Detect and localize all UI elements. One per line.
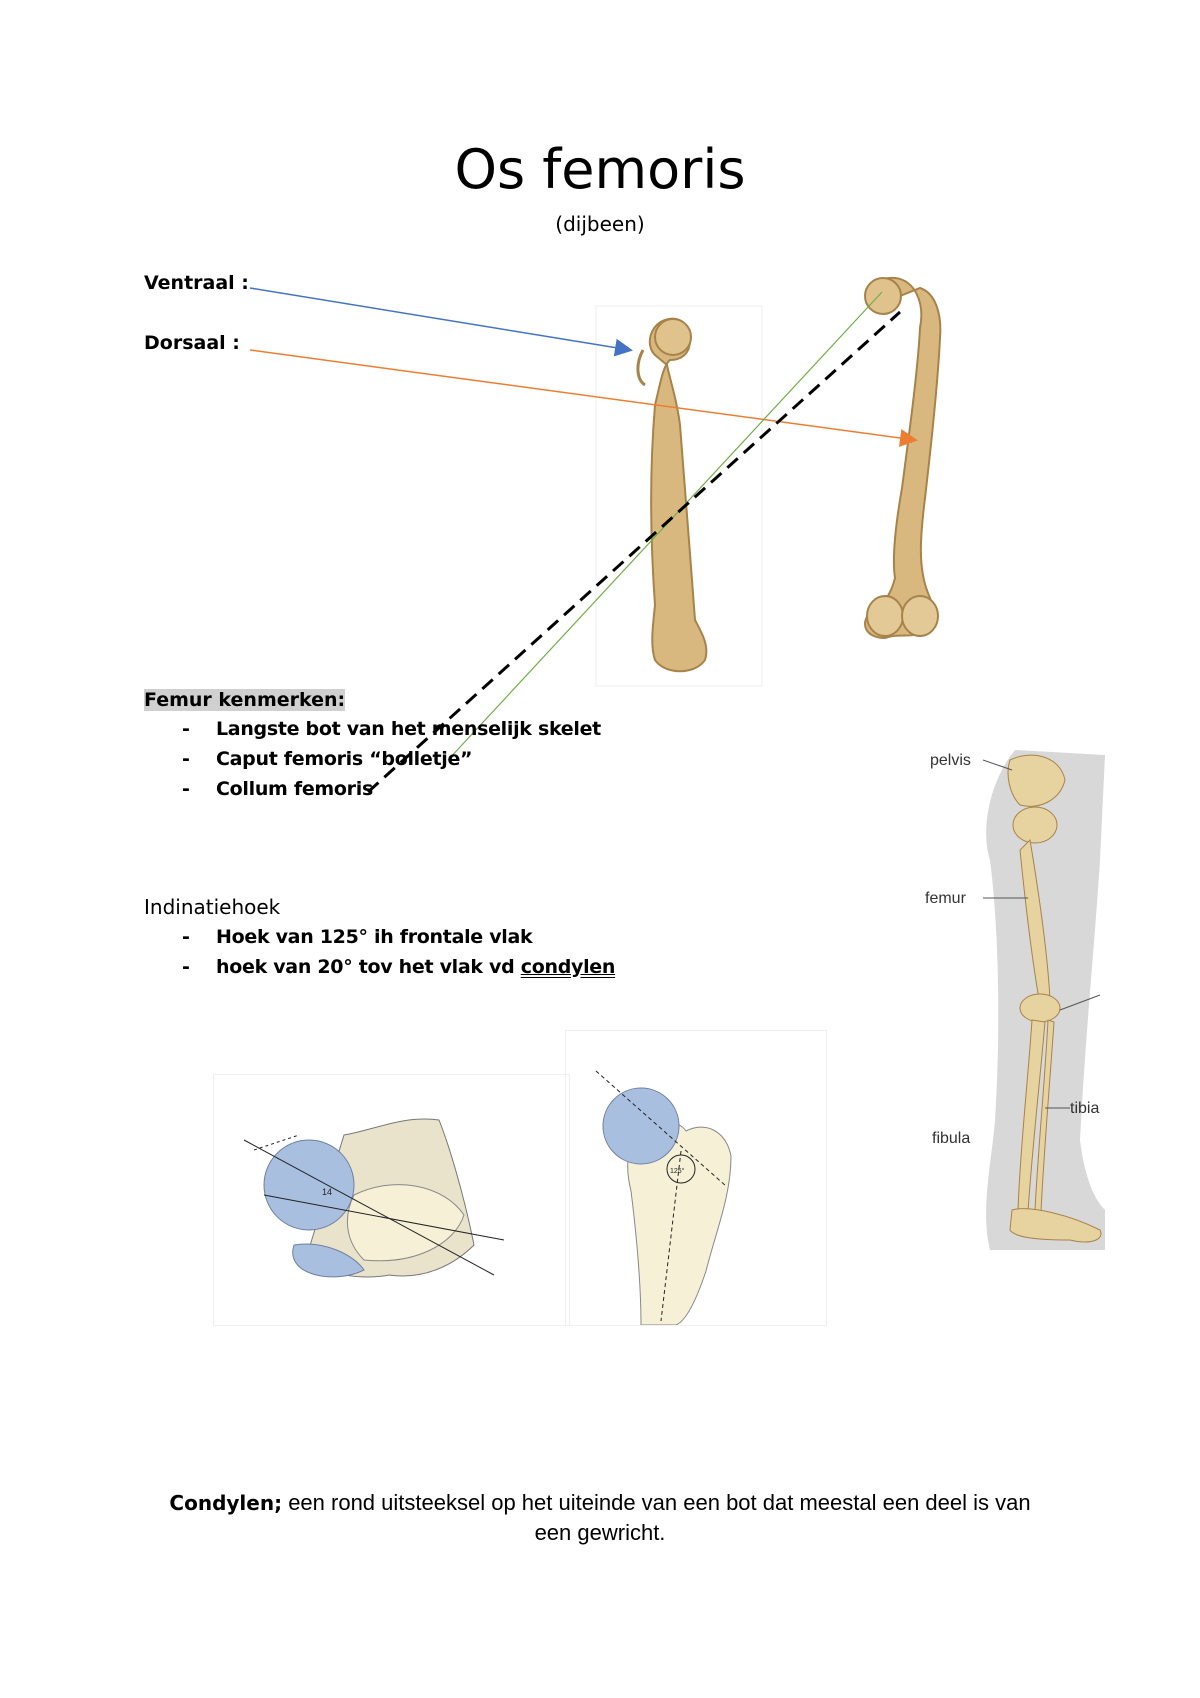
ventral-arrow [249,287,633,357]
condyle-angle-diagram: 14 [213,1074,570,1326]
angle-list: Hoek van 125° ih frontale vlak hoek van … [144,922,704,982]
features-heading: Femur kenmerken: [144,689,346,711]
list-item: hoek van 20° tov het vlak vd condylen [144,952,704,982]
definition-term: Condylen; [169,1491,283,1515]
dorsal-label: Dorsaal : [144,332,240,354]
ventral-label: Ventraal : [144,272,249,294]
list-item: Hoek van 125° ih frontale vlak [144,922,704,952]
neck-angle-diagram: 125° [565,1030,827,1326]
list-item: Langste bot van het menselijk skelet [144,714,704,744]
dashed-pointer-line [366,310,902,794]
femur-label: femur [925,890,966,907]
condyle-angle-svg: 14 [243,1118,505,1278]
dorsal-arrow [249,349,918,447]
skeleton-image [982,750,1105,1250]
list-item: Caput femoris “bolletje” [144,744,704,774]
annotation-overlay [249,287,918,794]
skeleton-leg-figure: pelvis femur tibia fibula [920,740,1120,1260]
femur-dorsal-image [864,276,942,640]
condylen-term: condylen [520,956,616,978]
femur-ventral-image [595,305,763,687]
page-subtitle: (dijbeen) [555,212,645,236]
pelvis-label: pelvis [930,752,971,769]
fibula-label: fibula [932,1130,971,1147]
features-list: Langste bot van het menselijk skelet Cap… [144,714,704,804]
angle-heading: Indinatiehoek [144,895,281,919]
condylen-definition: Condylen; een rond uitsteeksel op het ui… [150,1488,1050,1548]
definition-text: een rond uitsteeksel op het uiteinde van… [282,1490,1031,1545]
right-angle-text: 125° [670,1167,685,1175]
neck-angle-svg: 125° [595,1070,732,1326]
page-title: Os femoris [454,138,746,201]
tibia-label: tibia [1070,1100,1100,1117]
left-angle-text: 14 [322,1187,332,1197]
list-item: Collum femoris [144,774,704,804]
